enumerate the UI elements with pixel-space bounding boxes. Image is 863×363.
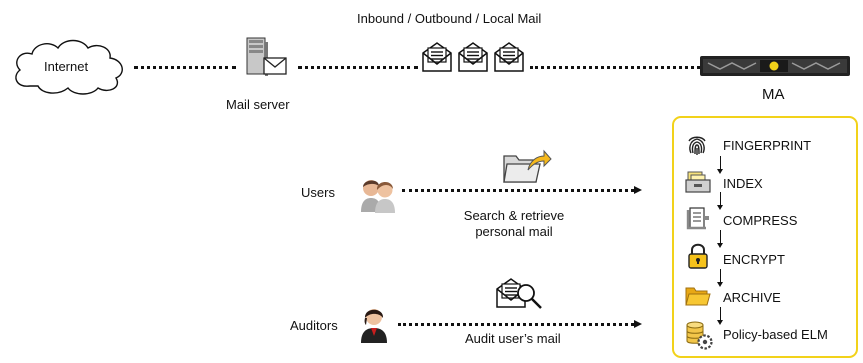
envelope-icon [458,42,488,72]
flow-label: Inbound / Outbound / Local Mail [357,11,542,26]
compress-clamp-icon [686,207,709,230]
pipeline-step-label: ARCHIVE [723,290,781,305]
link-internet-mailserver [134,66,236,69]
users-caption: Search & retrieve personal mail [448,208,580,240]
pipeline-step-label: ENCRYPT [723,252,785,267]
padlock-icon [688,243,708,269]
envelope-icon [422,42,452,72]
fingerprint-icon [688,136,706,155]
envelope-icon [494,42,524,72]
pipeline-step-label: INDEX [723,176,763,191]
auditors-caption: Audit user’s mail [465,331,561,346]
users-label: Users [301,185,335,200]
users-caption-line2: personal mail [475,224,553,239]
mail-server-label: Mail server [226,97,290,112]
internet-cloud-icon [15,39,123,95]
mail-envelopes [420,40,528,76]
pipeline-step-label: COMPRESS [723,213,798,228]
users-icon [361,180,395,213]
pipeline-arrow [717,192,723,210]
mail-archiver-appliance-icon [700,56,850,76]
ma-label: MA [762,86,785,103]
folder-icon [685,287,711,306]
internet-label: Internet [44,59,89,74]
auditors-label: Auditors [290,318,338,333]
folder-share-icon [503,149,552,183]
auditors-arrowhead [634,320,642,328]
pipeline-arrow [717,230,723,248]
pipeline-arrow [717,269,723,287]
pipeline-arrow [717,307,723,325]
link-envelopes-ma [530,66,700,69]
mail-server-icon [246,37,287,76]
audit-envelope-icon [496,278,542,309]
pipeline-arrow [717,156,723,174]
processing-pipeline-panel [672,116,858,358]
index-drawer-icon [685,171,711,193]
link-mailserver-envelopes [298,66,418,69]
database-gear-icon [686,321,713,350]
pipeline-step-label: Policy-based ELM [723,327,828,342]
auditor-icon [361,309,387,343]
users-arrowhead [634,186,642,194]
link-auditors-ma [398,323,634,326]
link-users-ma [402,189,634,192]
pipeline-step-label: FINGERPRINT [723,138,812,153]
users-caption-line1: Search & retrieve [463,208,565,223]
